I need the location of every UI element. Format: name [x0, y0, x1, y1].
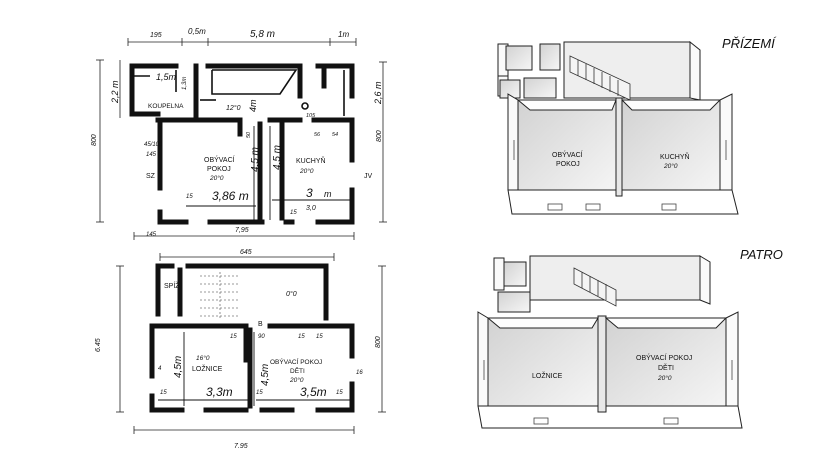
orient-jv: JV [364, 173, 373, 180]
hall-dim-4m: 4m [248, 99, 258, 112]
num-15-2: 15 [298, 334, 305, 340]
ground-walls [129, 63, 355, 225]
room-deti-2: DĚTI [290, 366, 305, 375]
room-spiz: SPÍŽ [164, 281, 180, 290]
num-54: 54 [332, 132, 338, 138]
dim-1m: 1m [338, 30, 349, 39]
iso-ground-floor: PŘÍZEMÍ [497, 36, 777, 215]
label-b: B [258, 321, 263, 328]
upper-floor-plan: 645 6.45 800 SPÍŽ 0°0 B 90 15 15 15 15 1… [95, 249, 386, 450]
room-loznice: LOŽNICE [192, 364, 223, 373]
dim-22m: 2,2 m [110, 80, 120, 104]
iso-upper-rooms [477, 311, 743, 429]
dim-795-upper: 7.95 [234, 443, 248, 450]
title-prizemi: PŘÍZEMÍ [722, 36, 777, 51]
upper-dim-45a: 4,5m [173, 356, 184, 378]
iso-obyvaci-1: OBÝVACÍ [552, 150, 583, 159]
room-obyvaci-1: OBÝVACÍ [204, 155, 235, 164]
num-45-100: 45/100 [144, 142, 163, 148]
num-90: 90 [258, 334, 265, 340]
num-105: 105 [306, 113, 316, 119]
iso-upper-back-walls [493, 255, 711, 313]
iso-kuchyn: KUCHYŇ [660, 152, 690, 161]
num-4: 4 [158, 366, 162, 372]
dim-33m: 3,3m [206, 385, 233, 399]
iso-ground-windows [513, 140, 727, 211]
num-15a: 15 [186, 194, 193, 200]
upper-dim-45b: 4,5m [260, 364, 271, 386]
iso-ground-rooms [507, 93, 739, 215]
dim-645-left: 6.45 [95, 338, 102, 352]
dim-145-bottom: 145 [146, 232, 157, 238]
num-145: 145 [146, 152, 157, 158]
room-deti-temp: 20°0 [289, 376, 304, 384]
dim-795-ground: 7,95 [235, 227, 249, 234]
room-kuchyn: KUCHYŇ [296, 156, 326, 165]
room-deti-1: OBÝVACÍ POKOJ [270, 357, 322, 366]
num-15-6: 15 [336, 390, 343, 396]
dim-386m: 3,86 m [212, 189, 249, 203]
dim-05m: 0,5m [188, 27, 206, 36]
dim-195: 195 [150, 32, 162, 39]
orient-sz: SZ [146, 173, 156, 180]
top-dimension-line [127, 38, 357, 46]
bottom-dimension-line [133, 232, 355, 240]
room-obyvaci-2: POKOJ [207, 166, 231, 173]
num-56: 56 [314, 132, 321, 138]
num-16: 16 [356, 370, 363, 376]
iso-upper-floor: PATRO LOŽNICE [477, 247, 783, 429]
room-obyvaci-temp: 20°0 [209, 174, 224, 182]
iso-deti-1: OBÝVACÍ POKOJ [636, 353, 692, 362]
ground-floor-plan: 195 0,5m 5,8 m 1m 2,2 m 800 2,6 m 800 1,… [91, 27, 387, 240]
room-dimension-arrows [186, 126, 350, 220]
dim-645: 645 [240, 249, 252, 256]
hall-temp: 12°0 [226, 104, 241, 112]
dim-26m: 2,6 m [373, 81, 383, 105]
dim-3: 3 [306, 186, 313, 200]
dim-800-upper: 800 [375, 336, 382, 348]
num-15-3: 15 [316, 334, 323, 340]
dim-800-right: 800 [376, 130, 383, 142]
num-15-5: 15 [256, 390, 263, 396]
koupelna-depth: 1,3m [182, 77, 188, 90]
iso-upper-stairs [573, 267, 617, 307]
iso-loznice: LOŽNICE [532, 371, 563, 380]
dim-m: m [324, 189, 332, 199]
dim-45m-b: 4,5 m [272, 145, 283, 170]
dim-30: 3,0 [306, 205, 316, 212]
koupelna-width: 1,5m [156, 72, 177, 82]
num-15b: 15 [290, 210, 297, 216]
loznice-temp: 16°0 [196, 354, 210, 362]
iso-upper-windows [483, 360, 733, 425]
title-patro: PATRO [740, 247, 783, 262]
num-15-4: 15 [160, 390, 167, 396]
num-15-1: 15 [230, 334, 237, 340]
num-50: 50 [246, 131, 252, 138]
upper-dimension-lines [116, 253, 386, 434]
upper-dimension-arrows [158, 332, 350, 406]
dim-35m: 3,5m [300, 385, 327, 399]
iso-deti-temp: 20°0 [657, 374, 672, 382]
thin-partitions [132, 69, 345, 116]
dim-800-left: 800 [91, 134, 98, 146]
upper-walls [149, 263, 355, 413]
iso-deti-2: DĚTI [658, 363, 674, 372]
room-koupelna: KOUPELNA [148, 103, 184, 110]
stair-marks [200, 272, 240, 320]
upper-hall-temp: 0°0 [286, 290, 297, 298]
side-dimension-lines [96, 59, 387, 223]
iso-kuchyn-temp: 20°0 [663, 162, 678, 170]
iso-obyvaci-2: POKOJ [556, 161, 580, 168]
dim-45m-a: 4,5 m [250, 147, 261, 172]
dim-58m: 5,8 m [250, 29, 275, 40]
room-kuchyn-temp: 20°0 [299, 167, 314, 175]
